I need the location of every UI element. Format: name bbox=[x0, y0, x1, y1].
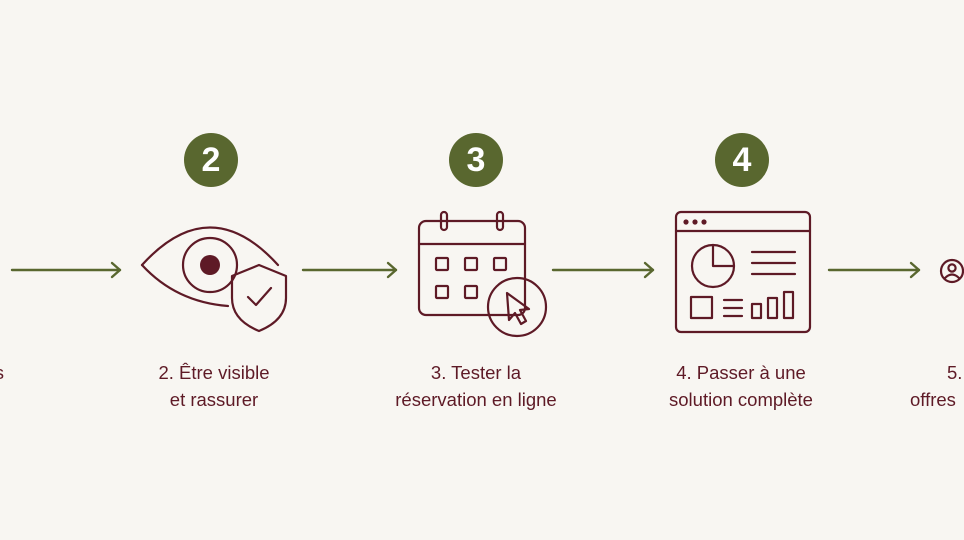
step-2-label: 2. Être visible et rassurer bbox=[94, 359, 334, 413]
arrow-1-to-2 bbox=[10, 261, 122, 279]
step-3-badge: 3 bbox=[449, 133, 503, 187]
step-2-badge: 2 bbox=[184, 133, 238, 187]
arrow-3-to-4 bbox=[551, 261, 655, 279]
dashboard-window-icon bbox=[674, 210, 812, 334]
step-1-label-line-2: es bbox=[0, 359, 4, 386]
step-4-label-line-1: 4. Passer à une bbox=[676, 362, 806, 383]
step-4-label-line-2: solution complète bbox=[669, 389, 813, 410]
step-3-label: 3. Tester la réservation en ligne bbox=[356, 359, 596, 413]
eye-shield-icon bbox=[140, 226, 288, 333]
step-2-label-line-2: et rassurer bbox=[169, 389, 259, 410]
step-1-label: es bbox=[0, 359, 4, 386]
step-5-label-line-2: offres bbox=[910, 389, 956, 410]
step-5-label-line-1: 5. bbox=[947, 362, 963, 383]
step-3-label-line-2: réservation en ligne bbox=[395, 389, 557, 410]
arrow-4-to-5 bbox=[827, 261, 921, 279]
step-4-label: 4. Passer à une solution complète bbox=[621, 359, 861, 413]
user-circle-icon bbox=[939, 258, 964, 284]
calendar-cursor-icon bbox=[417, 210, 548, 338]
arrow-2-to-3 bbox=[301, 261, 398, 279]
step-4-badge: 4 bbox=[715, 133, 769, 187]
step-2-label-line-1: 2. Être visible bbox=[158, 362, 270, 383]
step-5-label: 5. offres bbox=[910, 359, 964, 413]
step-3-label-line-1: 3. Tester la bbox=[430, 362, 522, 383]
